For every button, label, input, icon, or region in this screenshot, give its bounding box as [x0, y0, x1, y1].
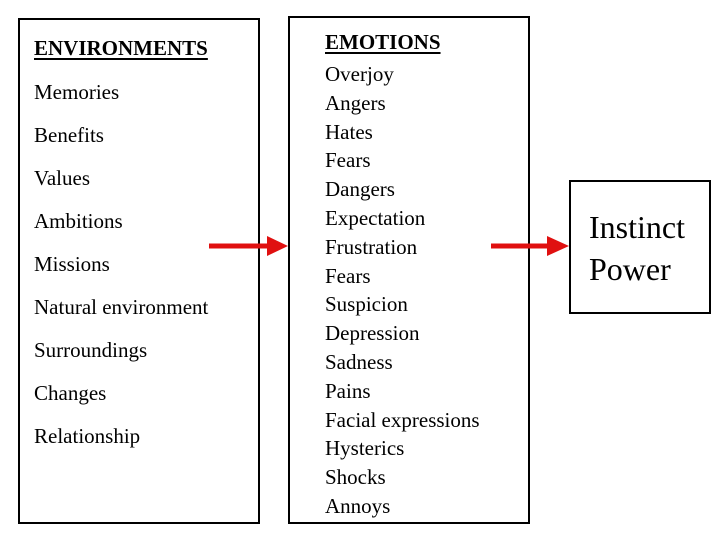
environments-item: Memories: [34, 80, 120, 104]
emotions-item: Dangers: [325, 177, 395, 202]
emotions-item: Expectation: [325, 205, 426, 230]
arrow-emotions-to-instinct: [491, 236, 569, 256]
emotions-item: Overjoy: [325, 62, 394, 86]
emotions-item: Hates: [325, 119, 373, 144]
environments-item: Missions: [34, 252, 110, 276]
arrow-env-to-emotions: [209, 236, 288, 256]
emotions-item: Annoys: [325, 493, 391, 518]
environments-item: Natural environment: [34, 295, 209, 319]
emotions-item: Hysterics: [325, 436, 405, 461]
emotions-item: Shocks: [325, 465, 386, 490]
environments-item: Surroundings: [34, 338, 148, 362]
environments-item: Benefits: [34, 123, 104, 147]
emotions-item: Fears: [325, 263, 371, 288]
emotions-item: Sadness: [325, 349, 393, 374]
emotions-item: Pains: [325, 378, 371, 403]
instinct-label-line-1: Instinct: [589, 209, 685, 245]
instinct-label-line-2: Power: [589, 251, 671, 287]
emotions-item: Angers: [325, 90, 386, 115]
environments-heading: ENVIRONMENTS: [34, 36, 208, 60]
arrow-head: [547, 236, 569, 256]
emotions-heading: EMOTIONS: [325, 30, 441, 54]
environments-item: Ambitions: [34, 209, 123, 233]
emotions-item: Depression: [325, 321, 420, 346]
environments-item: Relationship: [34, 424, 141, 448]
emotions-item: Facial expressions: [325, 407, 480, 432]
environments-item: Values: [34, 166, 90, 190]
instinct-power-box: Instinct Power: [569, 180, 711, 314]
instinct-power-label: Instinct Power: [589, 206, 685, 290]
environments-item: Changes: [34, 381, 107, 405]
arrow-head: [267, 236, 288, 256]
emotions-item: Frustration: [325, 234, 418, 259]
emotions-item: Suspicion: [325, 292, 408, 317]
emotions-item: Fears: [325, 148, 371, 173]
